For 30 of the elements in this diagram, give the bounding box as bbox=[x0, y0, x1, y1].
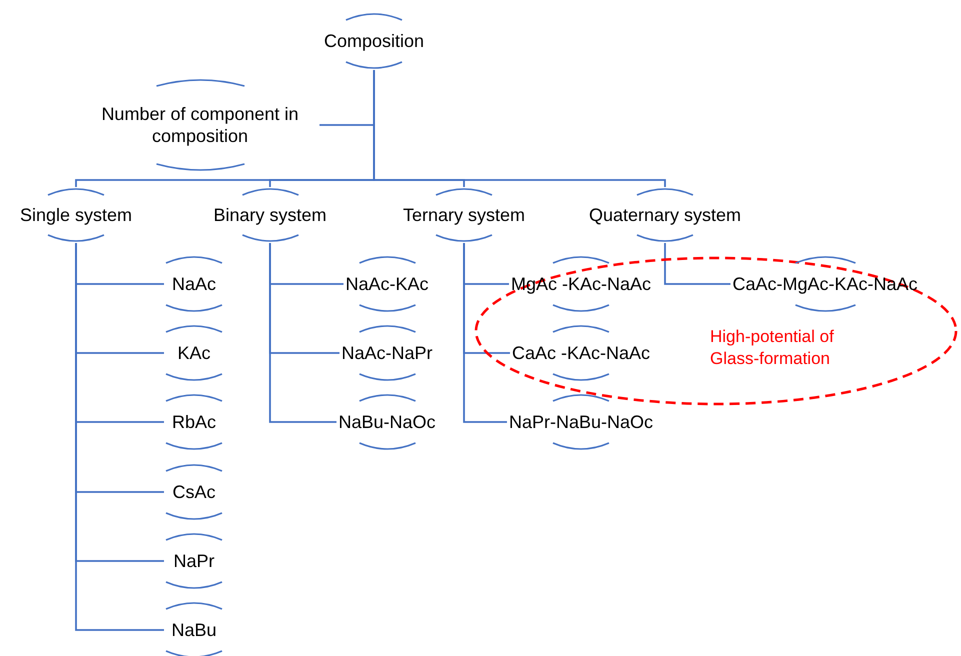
node-label: NaAc bbox=[172, 273, 216, 295]
connector-line bbox=[463, 243, 507, 423]
bracketed-node bbox=[164, 324, 224, 382]
node-label: NaAc-KAc bbox=[345, 273, 429, 295]
node-label: Number of component in composition bbox=[100, 103, 300, 147]
node-label: Binary system bbox=[213, 204, 327, 226]
node-label: CsAc bbox=[172, 481, 216, 503]
node-label: KAc bbox=[177, 342, 210, 364]
node-label: NaBu-NaOc bbox=[338, 411, 436, 433]
node-label: Single system bbox=[20, 204, 132, 226]
bracketed-node bbox=[164, 601, 224, 656]
connector-line bbox=[373, 70, 666, 187]
bracketed-node bbox=[164, 393, 224, 451]
node-label: Ternary system bbox=[402, 204, 526, 226]
bracketed-node bbox=[164, 255, 224, 313]
node-label: RbAc bbox=[172, 411, 216, 433]
bracketed-node bbox=[164, 463, 224, 521]
connector-line bbox=[664, 243, 730, 285]
node-label: Quaternary system bbox=[588, 204, 742, 226]
node-label: NaPr bbox=[173, 550, 214, 572]
connector-line bbox=[269, 243, 336, 423]
node-label: NaPr-NaBu-NaOc bbox=[508, 411, 654, 433]
bracketed-node bbox=[164, 532, 224, 590]
connector-line bbox=[75, 243, 164, 631]
node-label: CaAc -KAc-NaAc bbox=[512, 342, 650, 364]
bracketed-node bbox=[510, 324, 652, 382]
node-label: NaAc-NaPr bbox=[341, 342, 433, 364]
node-label: Composition bbox=[324, 30, 424, 52]
annotation-text: High-potential of Glass-formation bbox=[710, 326, 835, 370]
node-label: NaBu bbox=[171, 619, 217, 641]
